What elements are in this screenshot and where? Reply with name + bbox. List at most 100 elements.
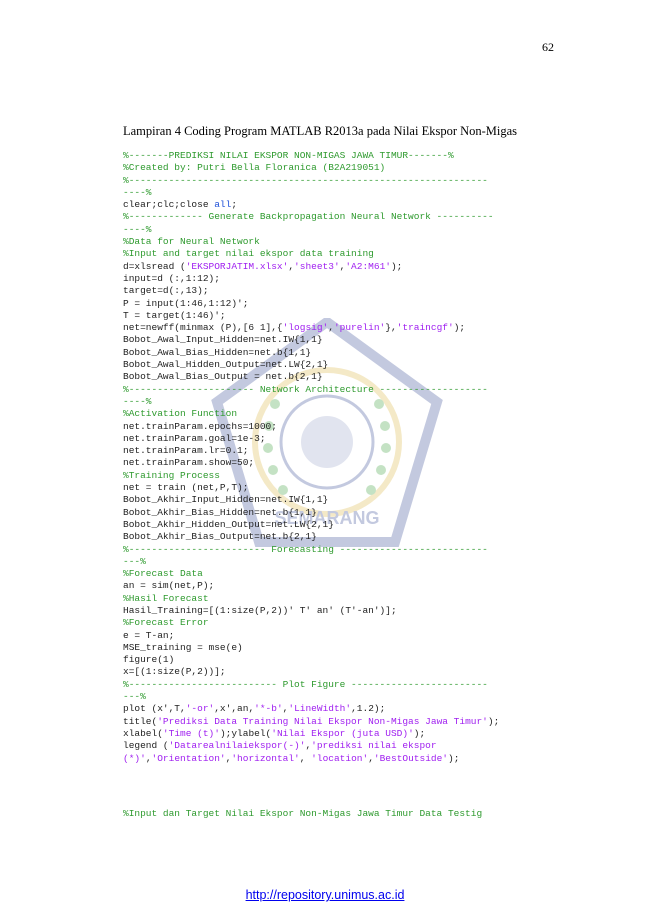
code-line: net = train (net,P,T);: [123, 482, 563, 494]
code-comment: %Activation Function: [123, 408, 238, 420]
code-text: Bobot_Awal_Bias_Output = net.b{2,1}: [123, 371, 323, 383]
code-text: ,: [282, 703, 289, 715]
code-text: P = input(1:46,1:12)';: [123, 297, 249, 309]
code-line: %---------------------------------------…: [123, 175, 563, 187]
code-line: %Forecast Data: [123, 568, 563, 580]
code-string: 'BestOutside': [373, 752, 449, 764]
code-line: plot (x',T,'-or',x',an,'*-b','LineWidth'…: [123, 703, 563, 715]
code-text: legend (: [123, 740, 169, 752]
code-string: 'prediksi nilai ekspor: [311, 740, 437, 752]
code-line: ---%: [123, 691, 563, 703]
code-text: title(: [123, 715, 158, 727]
code-text: Bobot_Akhir_Bias_Hidden=net.b{1,1}: [123, 506, 317, 518]
code-comment: %------------------------ Forecasting --…: [123, 543, 488, 555]
code-line: an = sim(net,P);: [123, 580, 563, 592]
code-text: x=[(1:size(P,2))];: [123, 666, 226, 678]
code-line: Hasil_Training=[(1:size(P,2))' T' an' (T…: [123, 605, 563, 617]
code-comment: %Training Process: [123, 469, 220, 481]
code-comment: ----%: [123, 395, 152, 407]
code-comment: %---------------------- Network Architec…: [123, 383, 488, 395]
code-string: 'traincgf': [396, 322, 454, 334]
code-string: 'Nilai Ekspor (juta USD)': [271, 727, 414, 739]
code-line: net=newff(minmax (P),[6 1],{'logsig','pu…: [123, 322, 563, 334]
code-string: 'Datarealnilaiekspor(-)': [168, 740, 306, 752]
code-text: Bobot_Akhir_Bias_Output=net.b{2,1}: [123, 531, 317, 543]
code-text: ,: [305, 740, 312, 752]
code-string: 'purelin': [333, 322, 386, 334]
code-text: },: [385, 322, 397, 334]
code-text: net.trainParam.goal=1e-3;: [123, 432, 266, 444]
code-line: Bobot_Awal_Bias_Hidden=net.b{1,1}: [123, 347, 563, 359]
matlab-code-block: %-------PREDIKSI NILAI EKSPOR NON-MIGAS …: [123, 150, 563, 765]
code-text: );ylabel(: [219, 727, 272, 739]
code-line: Bobot_Akhir_Bias_Output=net.b{2,1}: [123, 531, 563, 543]
code-line: clear;clc;close all;: [123, 199, 563, 211]
code-text: Bobot_Akhir_Hidden_Output=net.LW{2,1}: [123, 518, 334, 530]
code-line: figure(1): [123, 654, 563, 666]
code-comment: ----%: [123, 186, 152, 198]
code-text: );: [487, 715, 500, 727]
code-text: Hasil_Training=[(1:size(P,2))' T' an' (T…: [123, 604, 397, 616]
watermark-text: SEMARANG: [274, 508, 379, 528]
repository-link[interactable]: http://repository.unimus.ac.id: [245, 888, 405, 902]
code-string: 'EKSPORJATIM.xlsx': [185, 260, 289, 272]
code-comment: ----%: [123, 223, 152, 235]
code-comment: %Forecast Data: [123, 568, 203, 580]
code-string: 'logsig': [282, 322, 329, 334]
code-text: ,x',an,: [214, 703, 255, 715]
code-string: '*-b': [254, 703, 283, 715]
code-line: target=d(:,13);: [123, 285, 563, 297]
code-text: Bobot_Awal_Hidden_Output=net.LW{2,1}: [123, 359, 329, 371]
code-string: 'Orientation': [151, 752, 226, 764]
code-string: 'A2:M61': [345, 260, 391, 272]
code-text: net.trainParam.epochs=1000;: [123, 420, 277, 432]
code-line: %-------PREDIKSI NILAI EKSPOR NON-MIGAS …: [123, 150, 563, 162]
code-string: 'horizontal': [231, 752, 300, 764]
code-line: ----%: [123, 224, 563, 236]
code-line: net.trainParam.lr=0.1;: [123, 445, 563, 457]
code-line: xlabel('Time (t)');ylabel('Nilai Ekspor …: [123, 728, 563, 740]
code-line: %Forecast Error: [123, 617, 563, 629]
code-text: input=d (:,1:12);: [123, 272, 220, 284]
code-line: net.trainParam.goal=1e-3;: [123, 433, 563, 445]
code-text: ,: [225, 752, 232, 764]
code-line: d=xlsread ('EKSPORJATIM.xlsx','sheet3','…: [123, 261, 563, 273]
appendix-heading: Lampiran 4 Coding Program MATLAB R2013a …: [123, 124, 518, 138]
code-line: %---------------------- Network Architec…: [123, 384, 563, 396]
code-string: 'LineWidth': [288, 703, 352, 715]
code-line: %Input and target nilai ekspor data trai…: [123, 248, 563, 260]
code-text: d=xlsread (: [123, 260, 186, 272]
code-line: MSE_training = mse(e): [123, 642, 563, 654]
code-comment: %Hasil Forecast: [123, 592, 209, 604]
code-line: %-------------------------- Plot Figure …: [123, 679, 563, 691]
code-line: Bobot_Akhir_Input_Hidden=net.IW{1,1}: [123, 494, 563, 506]
code-text: Bobot_Awal_Input_Hidden=net.IW{1,1}: [123, 334, 323, 346]
code-text: clear;clc;close: [123, 199, 215, 211]
code-comment-testing: %Input dan Target Nilai Ekspor Non-Migas…: [123, 808, 483, 819]
university-seal-watermark: SEMARANG: [211, 318, 443, 547]
code-line: title('Prediksi Data Training Nilai Eksp…: [123, 716, 563, 728]
code-text: net.trainParam.lr=0.1;: [123, 445, 249, 457]
code-line: net.trainParam.epochs=1000;: [123, 421, 563, 433]
code-text: net=newff(minmax (P),[6 1],{: [123, 322, 283, 334]
code-text: figure(1): [123, 654, 175, 666]
code-text: net.trainParam.show=50;: [123, 457, 255, 469]
code-text: ,: [328, 322, 334, 334]
code-line: %Training Process: [123, 470, 563, 482]
code-string: (*)': [123, 752, 146, 764]
code-line: legend ('Datarealnilaiekspor(-)','predik…: [123, 740, 563, 752]
code-string: '-or': [185, 703, 215, 715]
code-text: );: [413, 727, 426, 739]
code-text: xlabel(: [123, 727, 163, 739]
code-line: %Data for Neural Network: [123, 236, 563, 248]
code-text: an = sim(net,P);: [123, 580, 215, 592]
code-line: Bobot_Awal_Bias_Output = net.b{2,1}: [123, 371, 563, 383]
code-text: ,1.2);: [351, 703, 386, 715]
code-string: 'Prediksi Data Training Nilai Ekspor Non…: [157, 715, 488, 727]
code-line: ----%: [123, 187, 563, 199]
code-line: Bobot_Awal_Input_Hidden=net.IW{1,1}: [123, 334, 563, 346]
code-comment: %-------------------------- Plot Figure …: [123, 678, 488, 690]
code-keyword: all: [214, 199, 232, 211]
code-text: net = train (net,P,T);: [123, 482, 249, 494]
code-line: %------------- Generate Backpropagation …: [123, 211, 563, 223]
